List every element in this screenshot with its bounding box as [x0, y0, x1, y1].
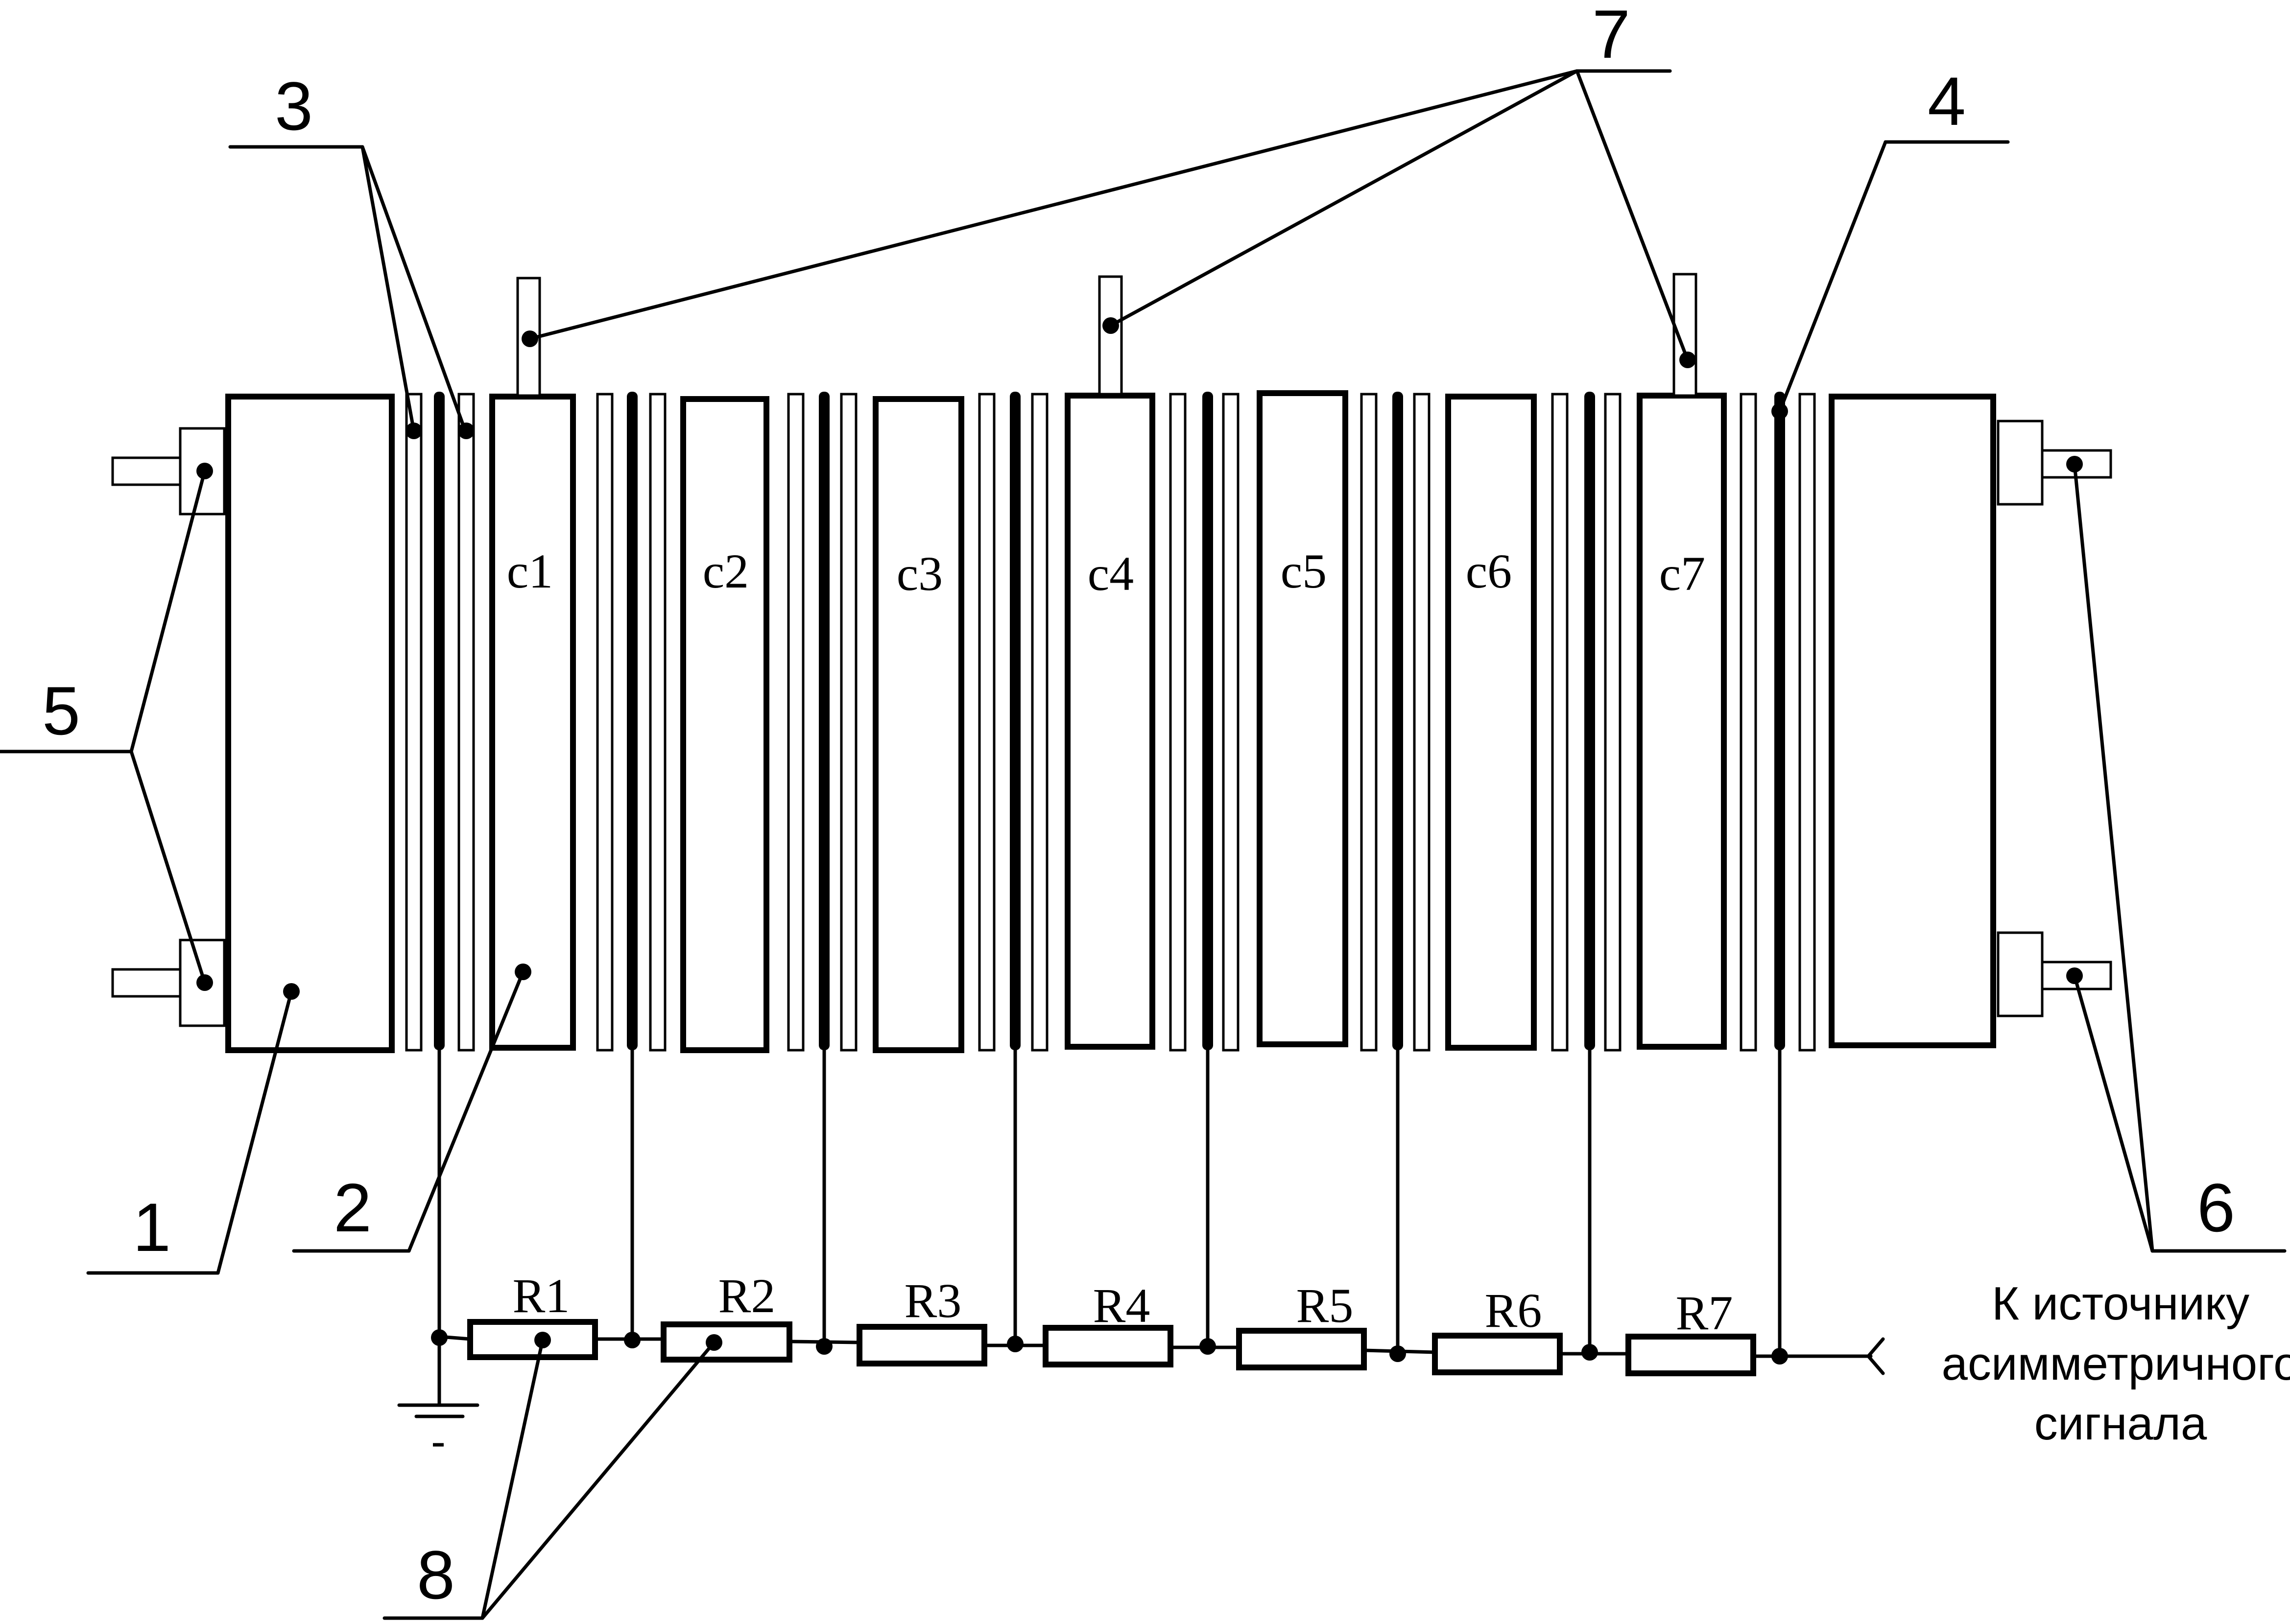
- cell-label-c6: с6: [1466, 544, 1512, 598]
- ground-minus: -: [431, 1417, 446, 1466]
- right-end-plate: [1829, 394, 2112, 1048]
- callout-7: 7: [1592, 0, 1630, 72]
- callout-4: 4: [1928, 63, 1966, 140]
- resistors: [467, 1319, 1756, 1376]
- resistor-label-r6: R6: [1485, 1283, 1542, 1338]
- resistor-label-r3: R3: [905, 1273, 962, 1328]
- cell-label-c1: с1: [507, 544, 553, 598]
- cell-label-c5: с5: [1281, 544, 1327, 598]
- nozzles: [516, 273, 1697, 397]
- callout-2: 2: [334, 1169, 372, 1246]
- callout-1: 1: [133, 1189, 171, 1266]
- callout-8: 8: [417, 1536, 455, 1613]
- cell-label-c3: с3: [897, 546, 943, 601]
- resistor-label-r7: R7: [1676, 1286, 1733, 1340]
- source-note-line3: сигнала: [2034, 1397, 2207, 1450]
- cell-label-c2: с2: [703, 544, 749, 598]
- resistor-label-r2: R2: [718, 1269, 776, 1323]
- resistor-label-r4: R4: [1093, 1278, 1150, 1333]
- cell-label-c7: с7: [1659, 546, 1705, 601]
- source-note-line2: асимметричного: [1942, 1338, 2290, 1390]
- cell-label-c4: с4: [1088, 546, 1134, 601]
- membranes: [405, 393, 1816, 1052]
- cells: [489, 390, 1727, 1053]
- resistor-label-r1: R1: [513, 1269, 570, 1323]
- leader-lines: [0, 69, 2287, 1620]
- callout-5: 5: [42, 672, 80, 749]
- callout-3: 3: [275, 68, 313, 144]
- electrodes: [434, 392, 1785, 1050]
- nodes: [431, 1329, 1788, 1365]
- left-end-plate: [111, 394, 395, 1053]
- resistor-label-r5: R5: [1296, 1278, 1354, 1333]
- source-note-line1: К источнику: [1992, 1277, 2249, 1330]
- callout-6: 6: [2197, 1169, 2235, 1246]
